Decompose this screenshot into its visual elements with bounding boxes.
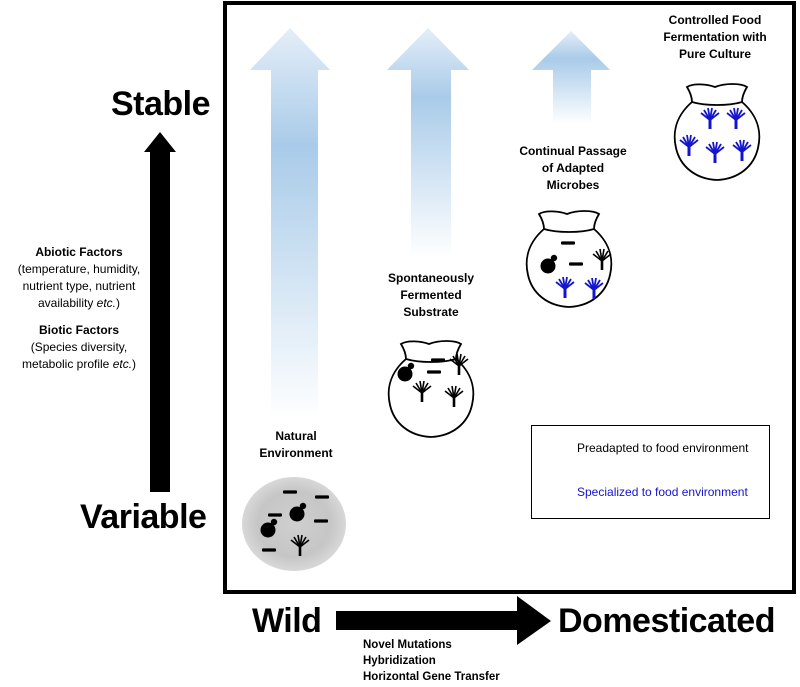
biotic-factors: Biotic Factors (Species diversity, metab… bbox=[0, 322, 158, 373]
mechanism-item: Novel Mutations bbox=[363, 639, 452, 651]
biotic-line-1: (Species diversity, bbox=[30, 340, 128, 354]
mechanisms-list: Novel Mutations Hybridization Horizontal… bbox=[363, 637, 500, 685]
ambient-arrow-spontaneous bbox=[387, 28, 469, 258]
legend-specialized-label: Specialized to food environment bbox=[577, 485, 748, 499]
stage-label-controlled: Controlled Food Fermentation with Pure C… bbox=[663, 13, 767, 61]
mechanism-item: Horizontal Gene Transfer bbox=[363, 671, 500, 683]
ambient-arrow-passage bbox=[532, 31, 610, 124]
legend-preadapted-label: Preadapted to food environment bbox=[577, 441, 749, 455]
x-axis-right-label: Domesticated bbox=[558, 602, 775, 640]
legend bbox=[531, 425, 770, 519]
ambient-arrow-natural bbox=[250, 28, 330, 420]
natural-environment-blob bbox=[242, 477, 346, 571]
stage-label-spontaneous: Spontaneously Fermented Substrate bbox=[387, 271, 474, 319]
stability-axis-arrow bbox=[144, 132, 176, 492]
abiotic-line-2: nutrient type, nutrient bbox=[22, 279, 136, 293]
y-axis-top-label: Stable bbox=[111, 85, 211, 123]
abiotic-line-1: (temperature, humidity, bbox=[17, 262, 141, 276]
biotic-line-2: metabolic profile etc.) bbox=[21, 357, 137, 371]
mechanism-item: Hybridization bbox=[363, 655, 436, 667]
abiotic-factors: Abiotic Factors (temperature, humidity, … bbox=[0, 244, 158, 312]
x-axis-left-label: Wild bbox=[252, 602, 322, 640]
stage-label-natural: Natural Environment bbox=[259, 429, 333, 460]
stage-label-passage: Continual Passage of Adapted Microbes bbox=[519, 144, 627, 192]
y-axis-bottom-label: Variable bbox=[80, 498, 207, 536]
abiotic-line-3: availability etc.) bbox=[37, 296, 121, 310]
biotic-title: Biotic Factors bbox=[38, 323, 119, 337]
domestication-axis-arrow bbox=[336, 596, 551, 645]
abiotic-title: Abiotic Factors bbox=[35, 245, 123, 259]
